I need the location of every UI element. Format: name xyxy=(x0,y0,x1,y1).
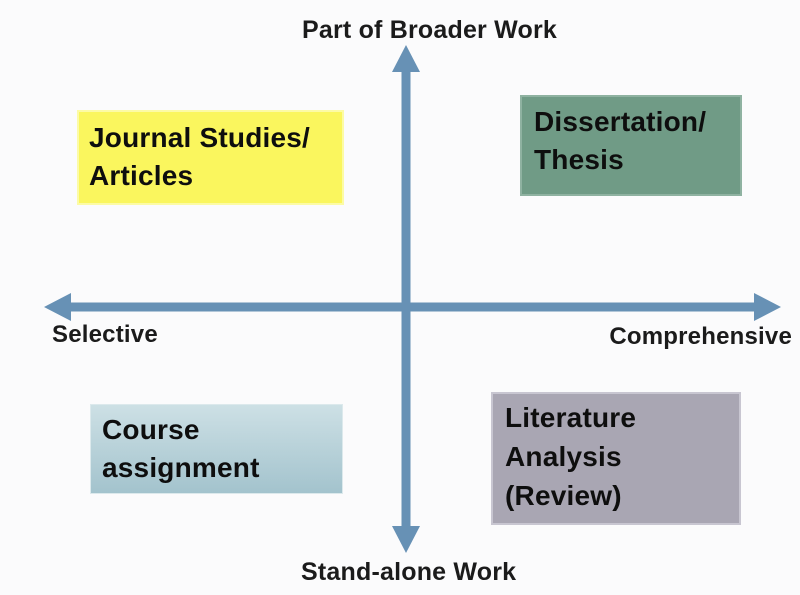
quadrant-box-line: Literature xyxy=(505,402,637,433)
axis-label-top: Part of Broader Work xyxy=(302,16,557,44)
up-arrow-icon xyxy=(392,45,420,72)
quadrant-box-line: Journal Studies/ xyxy=(89,122,311,153)
quadrant-box-journal-studies: Journal Studies/ Articles xyxy=(77,110,344,205)
quadrant-box-literature-analysis: Literature Analysis (Review) xyxy=(491,392,741,525)
quadrant-box-dissertation-thesis: Dissertation/ Thesis xyxy=(520,95,742,196)
quadrant-box-line: (Review) xyxy=(505,480,622,512)
quadrant-box-line: Analysis xyxy=(505,441,622,473)
axis-label-bottom: Stand-alone Work xyxy=(301,558,517,586)
horizontal-axis xyxy=(44,293,781,321)
left-arrow-icon xyxy=(44,293,71,321)
axis-label-right: Comprehensive xyxy=(609,323,792,350)
quadrant-box-line: assignment xyxy=(102,452,260,484)
vertical-axis xyxy=(392,45,420,553)
quadrant-box-course-assignment: Course assignment xyxy=(90,404,343,494)
down-arrow-icon xyxy=(392,526,420,553)
quadrant-box-line: Articles xyxy=(89,160,194,192)
quadrant-box-line: Course xyxy=(102,414,200,445)
quadrant-box-line: Dissertation/ xyxy=(534,106,707,137)
quadrant-box-line: Thesis xyxy=(534,144,624,176)
right-arrow-icon xyxy=(754,293,781,321)
axis-label-left: Selective xyxy=(52,321,158,348)
